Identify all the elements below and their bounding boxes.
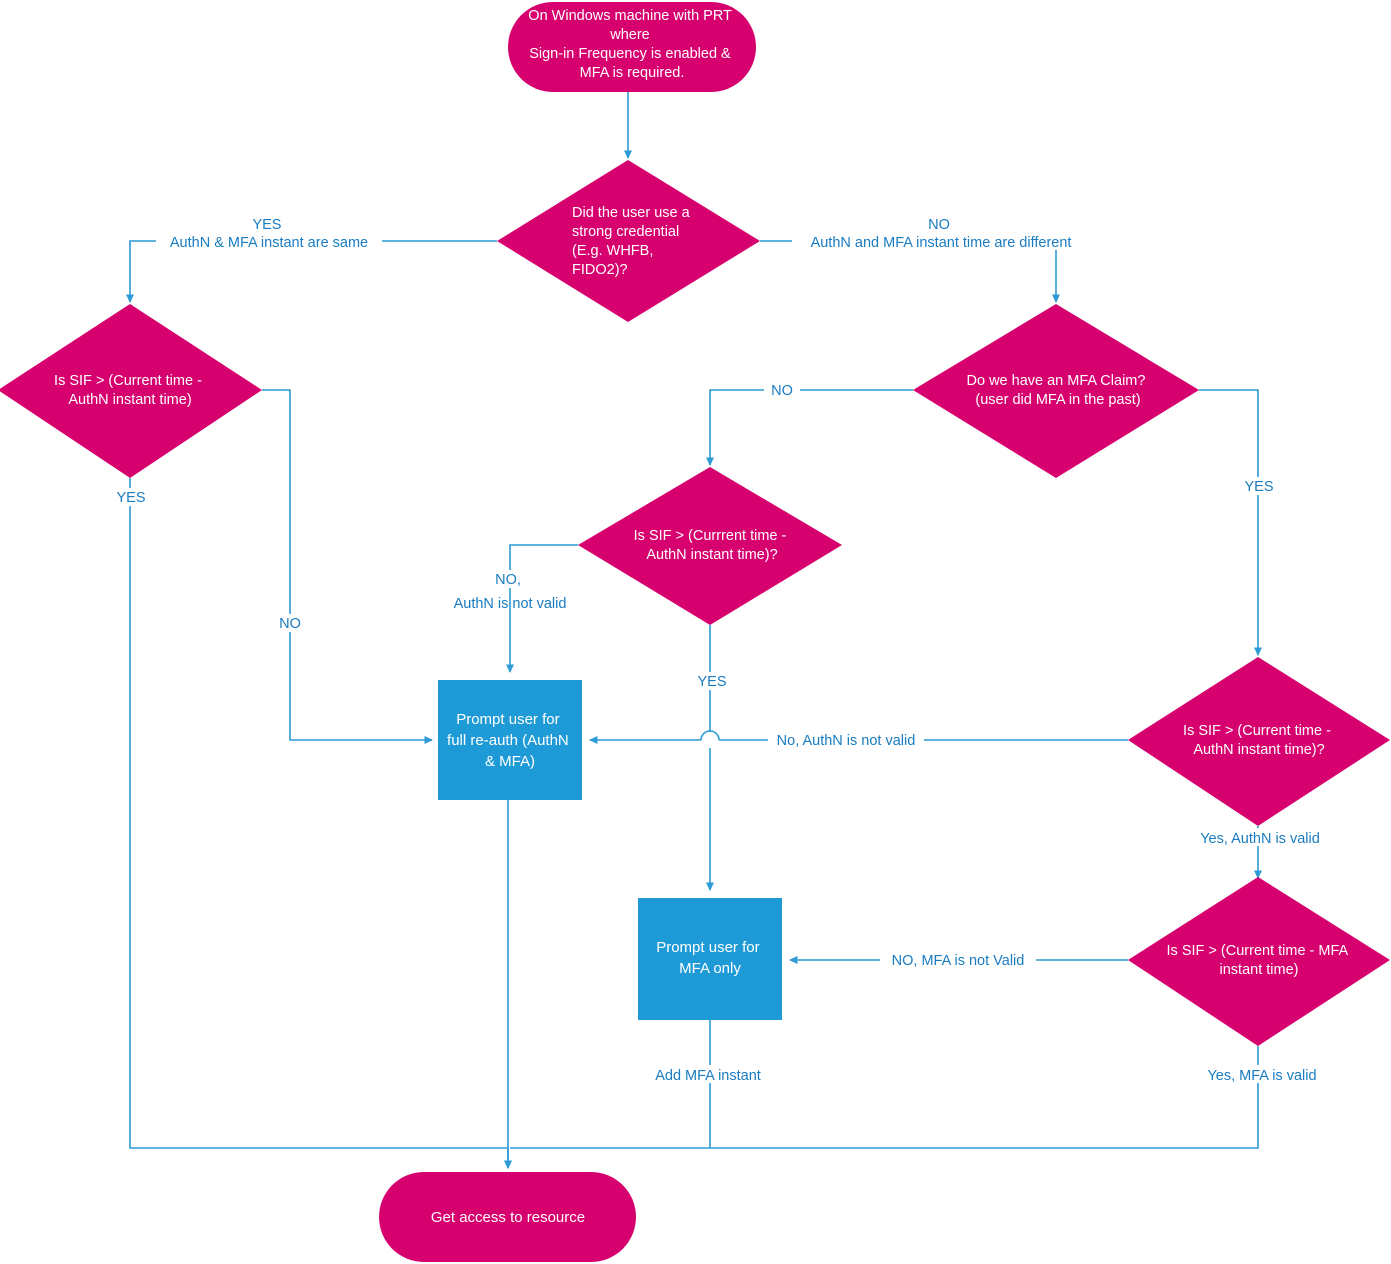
- svg-text:NO: NO: [279, 616, 301, 632]
- edge-label-no-different: NO AuthN and MFA instant time are differ…: [792, 217, 1090, 251]
- get-access-shape: [379, 1172, 636, 1262]
- connectors: [126, 92, 1262, 1169]
- start-label: On Windows machine with PRT where Sign-i…: [528, 8, 735, 81]
- node-sif-authn-mid: Is SIF > (Currrent time - AuthN instant …: [578, 467, 842, 625]
- label-backing: [642, 1065, 768, 1083]
- node-sif-authn-right: Is SIF > (Current time - AuthN instant t…: [1128, 657, 1390, 826]
- prompt-full-reauth-label: Prompt user for full re-auth (AuthN & MF…: [447, 711, 573, 770]
- edge-label-mid-yes: YES: [690, 672, 732, 690]
- edge-label-add-mfa-instant: Add MFA instant: [642, 1065, 768, 1084]
- edge-label-right-yes-mfa-valid: Yes, MFA is valid: [1196, 1065, 1330, 1084]
- connector-sif-mid-no-to-full-reauth: [506, 544, 578, 673]
- svg-text:Yes, MFA is valid: Yes, MFA is valid: [1207, 1068, 1316, 1084]
- label-backing: [110, 488, 152, 506]
- label-backing: [792, 230, 1090, 250]
- label-backing: [272, 614, 308, 632]
- node-mfa-claim: Do we have an MFA Claim? (user did MFA i…: [913, 304, 1199, 478]
- prompt-full-reauth-shape: [438, 680, 582, 800]
- start-shape: [508, 2, 756, 92]
- edge-label-right-yes-authn-valid: Yes, AuthN is valid: [1188, 828, 1332, 847]
- edge-label-right-no-authn-invalid: No, AuthN is not valid: [768, 731, 924, 749]
- svg-text:Add MFA instant: Add MFA instant: [655, 1068, 761, 1084]
- prompt-mfa-only-label: Prompt user for MFA only: [656, 939, 764, 977]
- label-backing: [1238, 477, 1280, 495]
- node-start: On Windows machine with PRT where Sign-i…: [508, 2, 756, 92]
- svg-text:YES: YES: [1244, 479, 1273, 495]
- sif-authn-mid-shape: [578, 467, 842, 625]
- edge-label-mfaclaim-no: NO: [764, 381, 800, 399]
- label-backing: [764, 381, 800, 399]
- svg-text:NO, MFA is not Valid: NO, MFA is not Valid: [892, 953, 1025, 969]
- connector-line-hop-arc: [700, 730, 720, 741]
- svg-text:YES: YES: [116, 490, 145, 506]
- node-get-access: Get access to resource: [379, 1172, 636, 1262]
- sif-authn-left-shape: [0, 304, 262, 478]
- sif-authn-mid-label: Is SIF > (Currrent time - AuthN instant …: [634, 528, 791, 563]
- edge-label-right-no-mfa-invalid: NO, MFA is not Valid: [880, 951, 1036, 969]
- svg-text:NO AuthN and MFA ins: NO AuthN and MFA instant time are differ…: [811, 217, 1072, 251]
- node-sif-authn-left: Is SIF > (Current time - AuthN instant t…: [0, 304, 262, 478]
- node-sif-mfa-right: Is SIF > (Current time - MFA instant tim…: [1128, 877, 1390, 1046]
- strong-credential-shape: [497, 160, 760, 322]
- sif-authn-left-label: Is SIF > (Current time - AuthN instant t…: [54, 373, 206, 408]
- svg-text:YES: YES: [697, 674, 726, 690]
- prompt-mfa-only-shape: [638, 898, 782, 1020]
- edge-label-mid-no-authn-invalid: NO, AuthN is not valid: [440, 570, 584, 612]
- label-backing: [156, 230, 382, 250]
- strong-credential-label: Did the user use a strong credential (E.…: [572, 205, 694, 278]
- connector-mfaclaim-no-to-sif-mid: [706, 389, 913, 466]
- sif-authn-right-shape: [1128, 657, 1390, 826]
- node-prompt-full-reauth: Prompt user for full re-auth (AuthN & MF…: [438, 680, 582, 800]
- svg-text:No, AuthN is not valid: No, AuthN is not valid: [777, 733, 916, 749]
- label-backing: [1196, 1065, 1330, 1083]
- node-strong-credential: Did the user use a strong credential (E.…: [497, 160, 760, 322]
- node-prompt-mfa-only: Prompt user for MFA only: [638, 898, 782, 1020]
- svg-text:NO: NO: [771, 383, 793, 399]
- get-access-label: Get access to resource: [431, 1209, 585, 1226]
- mfa-claim-shape: [913, 304, 1199, 478]
- label-backing: [690, 672, 732, 690]
- edge-labels: YES AuthN & MFA instant are same NO Auth…: [110, 217, 1332, 1084]
- svg-text:Yes, AuthN is valid: Yes, AuthN is valid: [1200, 831, 1320, 847]
- edge-label-left-yes: YES: [110, 488, 152, 506]
- connector-mfaclaim-yes-to-sif-right: [1199, 389, 1262, 656]
- svg-text:NO, AuthN is not val: NO, AuthN is not valid: [454, 572, 567, 612]
- edge-label-left-no: NO: [272, 614, 308, 632]
- label-backing: [880, 951, 1036, 969]
- connector-sif-mfa-yes-to-bottom-rail: [510, 1046, 1259, 1149]
- sif-mfa-right-label: Is SIF > (Current time - MFA instant tim…: [1167, 943, 1352, 978]
- mfa-claim-label: Do we have an MFA Claim? (user did MFA i…: [967, 373, 1150, 408]
- connector-sif-left-no-to-full-reauth: [262, 389, 433, 744]
- sif-authn-right-label: Is SIF > (Current time - AuthN instant t…: [1183, 723, 1335, 758]
- svg-text:YES AuthN & MFA inst: YES AuthN & MFA instant are same: [170, 217, 368, 251]
- label-backing: [1188, 828, 1332, 846]
- label-backing: [440, 570, 584, 588]
- label-backing: [768, 731, 924, 749]
- edge-label-mfaclaim-yes: YES: [1238, 477, 1280, 495]
- sif-mfa-right-shape: [1128, 877, 1390, 1046]
- edge-label-yes-same: YES AuthN & MFA instant are same: [156, 217, 382, 251]
